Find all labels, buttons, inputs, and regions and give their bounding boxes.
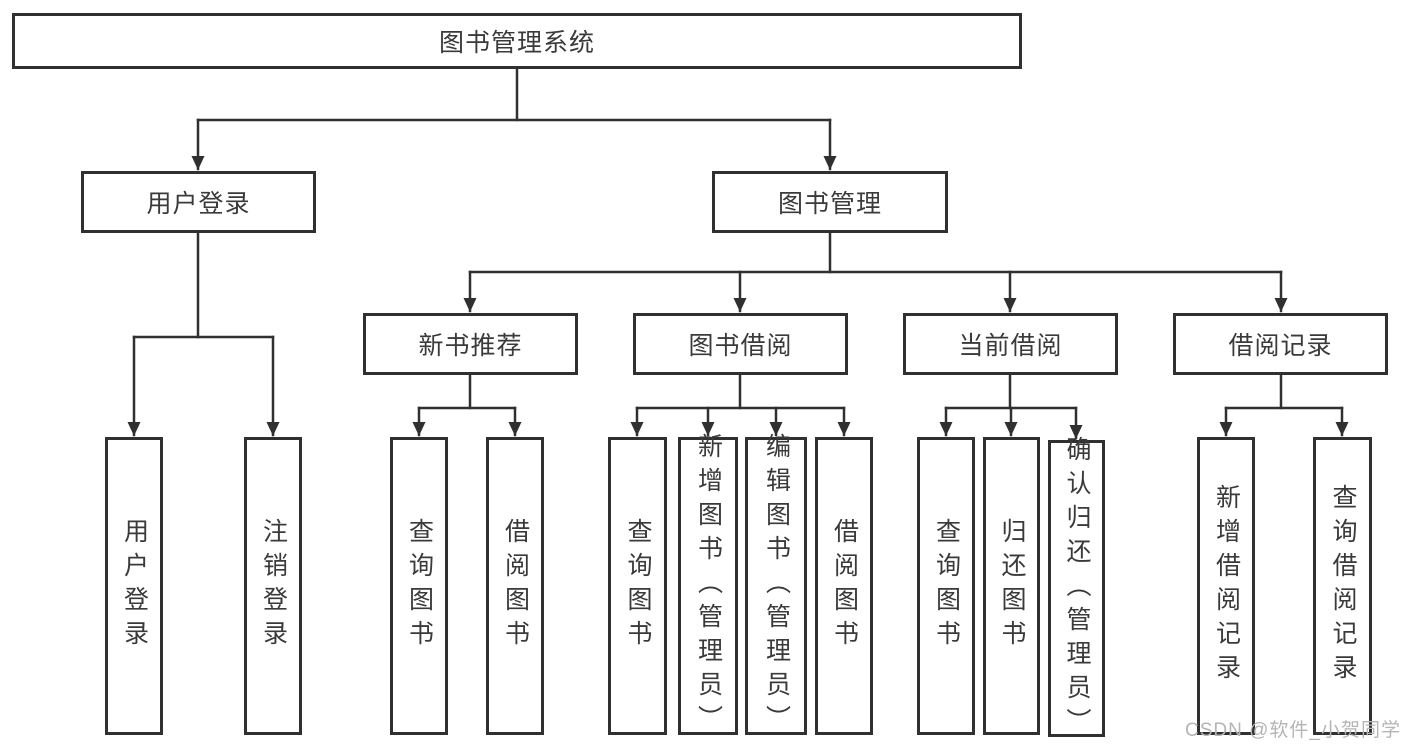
leaf-return-books: 归还图书 — [983, 437, 1040, 735]
leaf-query-books-3: 查询图书 — [917, 437, 975, 735]
node-current-borrowing: 当前借阅 — [903, 313, 1118, 375]
node-label: 借阅图书 — [501, 518, 530, 654]
node-label: 图书管理系统 — [438, 29, 595, 57]
node-label: 图书借阅 — [688, 332, 793, 360]
node-new-book-recommend: 新书推荐 — [363, 313, 578, 375]
node-label: 编辑图书（管理员） — [762, 433, 791, 739]
node-label: 查询图书 — [624, 518, 652, 654]
node-label: 用户登录 — [146, 190, 251, 218]
leaf-logout: 注销登录 — [244, 437, 302, 735]
leaf-query-borrow-record: 查询借阅记录 — [1313, 437, 1372, 735]
node-label: 图书管理 — [777, 190, 882, 218]
leaf-edit-book-admin: 编辑图书（管理员） — [745, 433, 807, 739]
node-label: 借阅记录 — [1228, 332, 1333, 360]
node-label: 查询图书 — [932, 518, 961, 654]
node-label: 确认归还（管理员） — [1063, 435, 1091, 742]
csdn-watermark: CSDN @软件_小贺同学 — [1185, 720, 1401, 741]
node-label: 借阅图书 — [830, 518, 859, 654]
node-label: 新增图书（管理员） — [694, 433, 723, 739]
node-root-library-system: 图书管理系统 — [12, 13, 1022, 69]
node-label: 查询借阅记录 — [1329, 484, 1357, 688]
leaf-add-borrow-record: 新增借阅记录 — [1197, 437, 1255, 735]
node-label: 归还图书 — [998, 518, 1026, 654]
node-label: 注销登录 — [259, 518, 288, 654]
leaf-query-books-1: 查询图书 — [390, 437, 448, 735]
node-borrowing-records: 借阅记录 — [1173, 313, 1388, 375]
leaf-confirm-return-admin: 确认归还（管理员） — [1048, 436, 1105, 742]
node-label: 当前借阅 — [958, 332, 1063, 360]
node-label: 用户登录 — [120, 518, 149, 654]
node-user-login: 用户登录 — [81, 171, 316, 233]
node-label: 查询图书 — [405, 518, 434, 654]
node-label: 新增借阅记录 — [1212, 484, 1241, 688]
leaf-query-books-2: 查询图书 — [608, 437, 667, 735]
node-book-borrowing: 图书借阅 — [633, 313, 848, 375]
node-label: 新书推荐 — [418, 332, 523, 360]
leaf-add-book-admin: 新增图书（管理员） — [678, 433, 738, 739]
leaf-borrow-books-1: 借阅图书 — [486, 437, 544, 735]
leaf-user-login: 用户登录 — [105, 437, 163, 735]
node-book-management: 图书管理 — [712, 171, 948, 233]
leaf-borrow-books-2: 借阅图书 — [815, 437, 873, 735]
